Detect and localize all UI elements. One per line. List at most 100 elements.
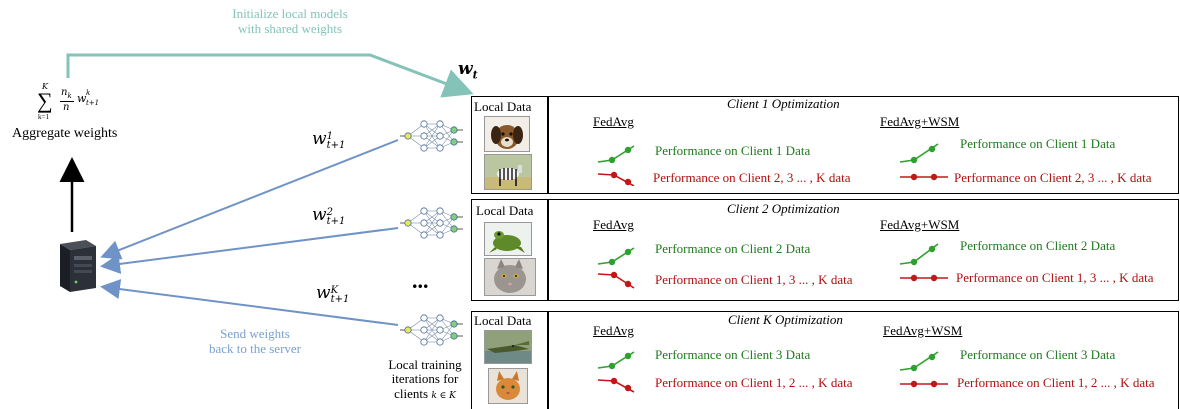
orange-cat-image: [488, 368, 528, 404]
crocodile-image: [484, 330, 532, 364]
nn-edge: [423, 317, 441, 343]
nn-node: [450, 225, 458, 233]
client-k-wsm-other-performance: Performance on Client 1, 2 ... , K data: [957, 375, 1155, 390]
nn-node: [436, 132, 444, 140]
nn-node: [450, 332, 458, 340]
nn-node: [436, 207, 444, 215]
shared-weights-symbol: wt: [458, 59, 478, 82]
client-1-fedavg-trends: [597, 145, 635, 186]
local-training-line-1: Local training: [388, 357, 462, 372]
send-arrow-1: [100, 139, 399, 260]
client-1-wsm-other-performance: Performance on Client 2, 3 ... , K data: [954, 170, 1152, 185]
nn-node: [420, 326, 428, 334]
server-icon: [60, 240, 96, 292]
client-k-wsm-own-performance: Performance on Client 3 Data: [960, 347, 1116, 362]
nn-node: [420, 338, 428, 346]
client-k-fedavg-wsm-label: FedAvg+WSM: [883, 323, 963, 338]
nn-edge: [439, 129, 455, 149]
sum-lower-limit: k=1: [38, 113, 49, 121]
nn-node: [420, 144, 428, 152]
frac-bar: [60, 101, 74, 102]
neural-network-icon-3: [400, 314, 463, 346]
client-1-optimization-box: [547, 96, 1179, 194]
initialize-label: Initialize local models with shared weig…: [205, 6, 375, 37]
nn-node: [436, 120, 444, 128]
zebra-image: [484, 154, 532, 190]
neural-network-icon-1: [400, 120, 463, 152]
local-training-line-2: iterations for: [391, 371, 459, 387]
client-2-fedavg-other-performance: Performance on Client 1, 3 ... , K data: [655, 272, 853, 287]
client-2-fedavg-own-performance: Performance on Client 2 Data: [655, 241, 811, 256]
send-weights-label: Send weights back to the server: [190, 326, 320, 357]
neural-network-icon-2: [400, 207, 463, 239]
frog-image: [484, 222, 532, 256]
nn-node: [420, 132, 428, 140]
init-arrow: [66, 53, 474, 98]
send-arrow-2: [100, 227, 399, 274]
client-k-title: Client K Optimization: [728, 312, 843, 327]
nn-node: [420, 314, 428, 322]
nn-node: [450, 320, 458, 328]
nn-edge: [423, 210, 441, 236]
agg-w-sup: k: [86, 89, 91, 97]
sum-symbol: ∑: [37, 88, 53, 113]
client-k-local-data-label: Local Data: [474, 313, 532, 328]
clients-ellipsis: ...: [412, 268, 429, 293]
client-1-wsm-trends: [899, 143, 948, 181]
client-k-fedavg-trends: [597, 351, 635, 393]
initialize-label-line-1: Initialize local models: [232, 6, 348, 21]
nn-node: [450, 126, 458, 134]
nn-node: [450, 138, 458, 146]
sum-upper-limit: K: [42, 82, 48, 91]
nn-node: [436, 231, 444, 239]
cat-image: [484, 258, 536, 296]
dog-image: [484, 116, 530, 152]
nn-node: [436, 338, 444, 346]
nn-node: [404, 132, 412, 140]
nn-node: [436, 219, 444, 227]
client-k-fedavg-other-performance: Performance on Client 1, 2 ... , K data: [655, 375, 853, 390]
nn-node: [404, 326, 412, 334]
client-1-wsm-own-performance: Performance on Client 1 Data: [960, 136, 1116, 151]
client-k-data-box: [471, 311, 549, 409]
local-training-label: Local training iterations for clients k …: [384, 357, 466, 401]
nn-node: [420, 219, 428, 227]
client-2-wsm-other-performance: Performance on Client 1, 3 ... , K data: [956, 270, 1154, 285]
client-1-data-box: [471, 96, 549, 194]
nn-edge: [439, 216, 455, 236]
nn-node: [404, 219, 412, 227]
aggregate-label: Aggregate weights: [12, 126, 118, 141]
client-1-fedavg-wsm-label: FedAvg+WSM: [880, 114, 960, 129]
client-2-title: Client 2 Optimization: [727, 201, 840, 216]
send-label-line-2: back to the server: [208, 340, 302, 356]
client-1-fedavg-label: FedAvg: [593, 114, 634, 129]
client-2-wsm-trends: [899, 243, 948, 282]
client-k-fedavg-own-performance: Performance on Client 3 Data: [655, 347, 811, 362]
client-2-data-box: [471, 199, 549, 301]
nn-node: [436, 144, 444, 152]
aggregate-formula: K ∑ k=1 nk n w k t+1: [34, 82, 124, 122]
frac-numerator: nk: [61, 87, 72, 100]
frac-denominator: n: [63, 102, 70, 113]
client-1-fedavg-other-performance: Performance on Client 2, 3 ... , K data: [653, 170, 851, 185]
nn-edge: [439, 323, 455, 343]
client-k-optimization-box: [547, 311, 1179, 409]
client-2-optimization-box: [547, 199, 1179, 301]
nn-node: [420, 120, 428, 128]
nn-edge: [423, 123, 441, 149]
client-2-local-data-label: Local Data: [476, 203, 534, 218]
client-k-wsm-trends: [899, 351, 948, 388]
client-2-fedavg-label: FedAvg: [593, 217, 634, 232]
nn-node: [420, 207, 428, 215]
nn-node: [450, 213, 458, 221]
client-k-fedavg-label: FedAvg: [593, 323, 634, 338]
client-2-fedavg-trends: [597, 247, 635, 289]
local-training-line-3: clients k ∈ K: [394, 385, 456, 401]
nn-node: [436, 314, 444, 322]
agg-w-sub: t+1: [86, 99, 100, 107]
nn-node: [420, 231, 428, 239]
